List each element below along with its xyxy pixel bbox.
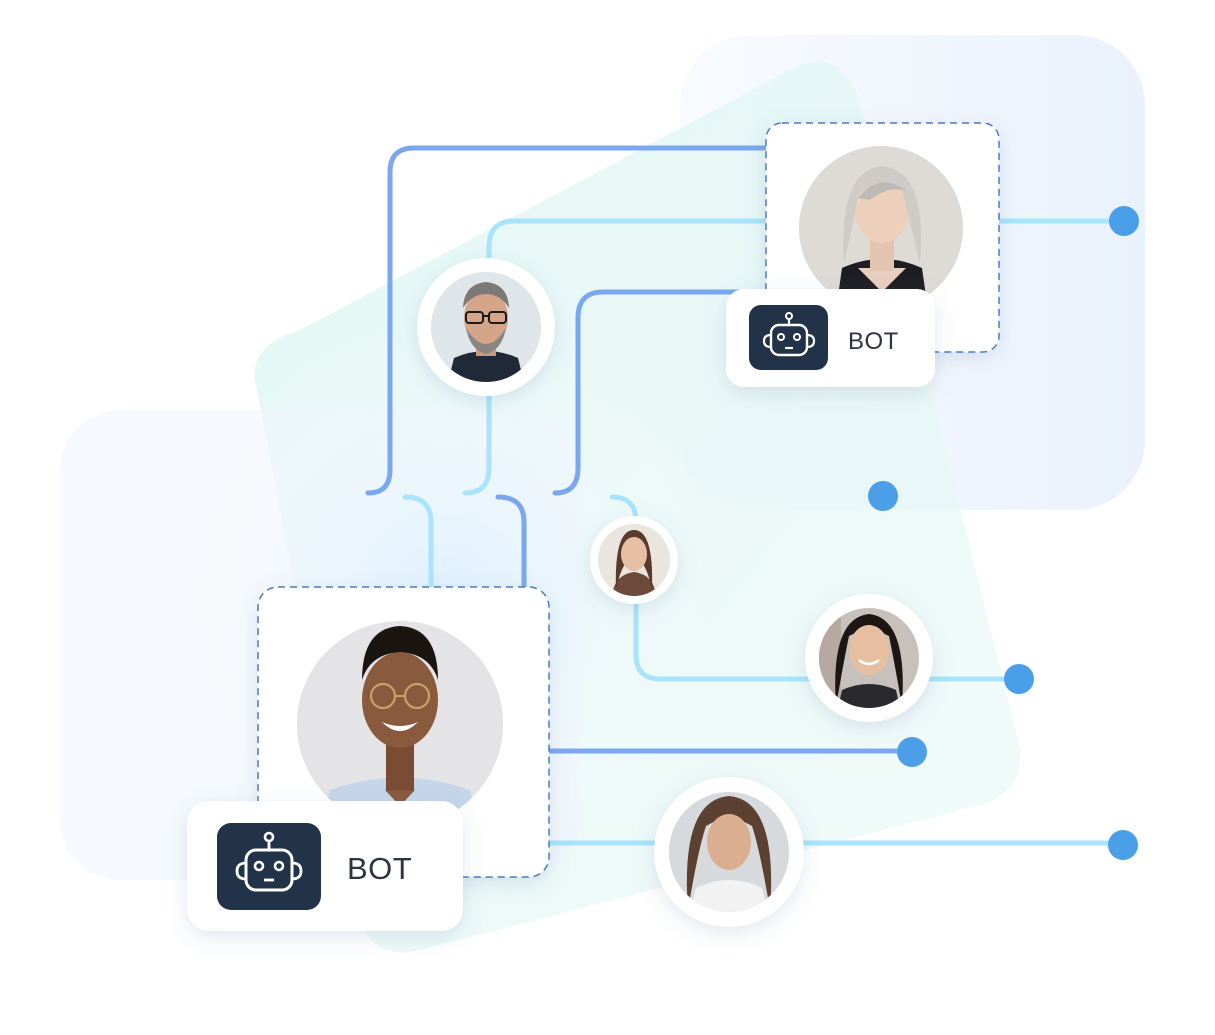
avatar-man-glasses-gray-beard (417, 258, 555, 396)
line-top-middle (462, 218, 771, 496)
bot-label: BOT (848, 328, 899, 355)
line-down-right (495, 494, 527, 593)
robot-icon (217, 823, 321, 910)
bot-card-bottom: BOT (187, 801, 463, 931)
line-down-left (402, 494, 434, 593)
endpoint-dot-2 (868, 481, 898, 511)
endpoint-dot-1 (1109, 206, 1139, 236)
avatar-woman-black-hair (805, 594, 933, 722)
avatar-woman-silver-hair (799, 146, 963, 310)
endpoint-dots (868, 206, 1139, 860)
bot-card-top: BOT (726, 289, 935, 387)
avatar-woman-long-brown-hair (654, 777, 804, 927)
endpoint-dot-5 (1108, 830, 1138, 860)
avatar-woman-brown-hair-small (590, 516, 678, 604)
line-down-small (609, 494, 1021, 682)
avatar-man-round-glasses (297, 621, 503, 827)
connection-lines (12, 145, 1125, 846)
line-top-outer (365, 145, 771, 496)
endpoint-dot-4 (897, 737, 927, 767)
line-top-inner (552, 289, 743, 496)
robot-icon (749, 305, 828, 370)
bot-label: BOT (347, 851, 412, 886)
endpoint-dot-3 (1004, 664, 1034, 694)
